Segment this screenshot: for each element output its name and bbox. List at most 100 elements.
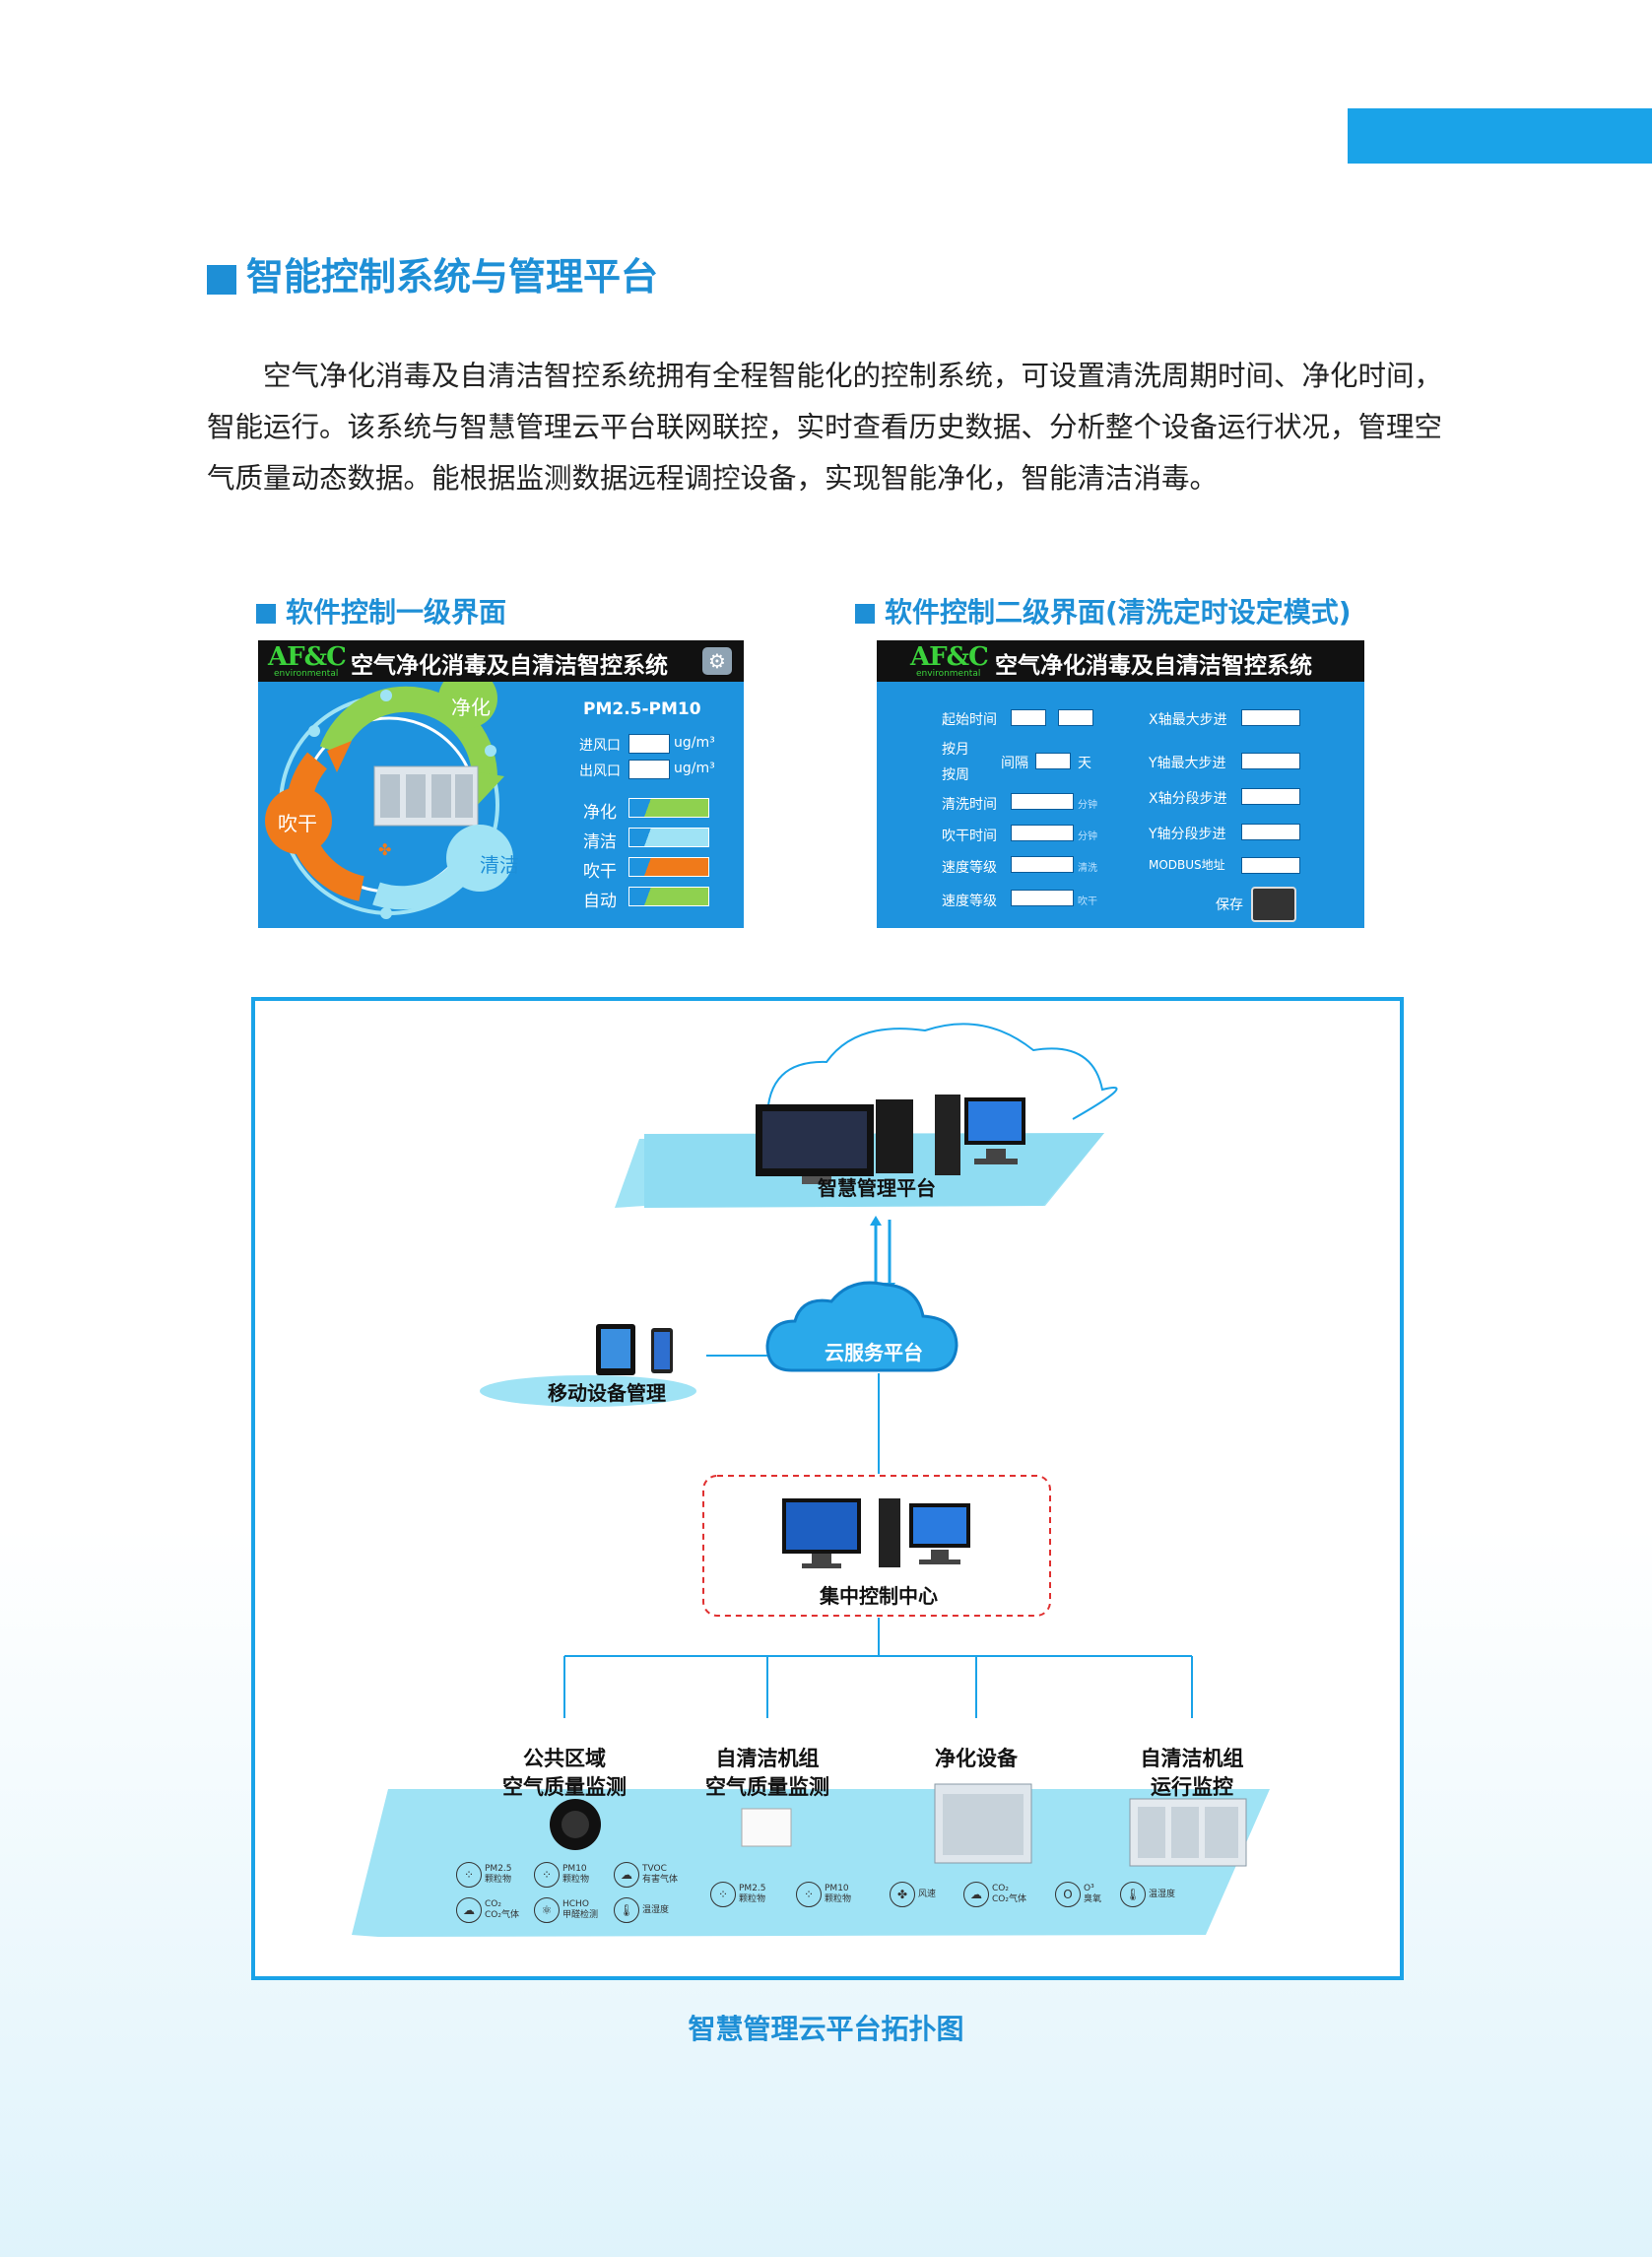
mode-bar-dry[interactable]: [628, 857, 709, 877]
by-month-label: 按月: [942, 742, 969, 758]
ozone-icon: O: [1055, 1882, 1081, 1907]
panel2-heading: 软件控制二级界面(清洗定时设定模式): [855, 591, 1352, 631]
outlet-field[interactable]: [628, 760, 670, 779]
dry-time-field[interactable]: [1011, 825, 1074, 841]
intro-paragraph: 空气净化消毒及自清洁智控系统拥有全程智能化的控制系统，可设置清洗周期时间、净化时…: [207, 360, 1443, 495]
start-time-field-2[interactable]: [1058, 709, 1093, 726]
clean-bubble-label: 清洁: [480, 853, 519, 877]
cloud-icon: ☁: [614, 1862, 639, 1888]
sensor-wind: ✤风速: [890, 1882, 936, 1907]
y-max-label: Y轴最大步进: [1149, 756, 1226, 771]
fan-icon: ✤: [890, 1882, 915, 1907]
mode-bar-purify[interactable]: [628, 798, 709, 818]
modbus-field[interactable]: [1241, 857, 1300, 874]
y-max-field[interactable]: [1241, 753, 1300, 769]
by-week-label: 按周: [942, 767, 969, 783]
dry-minute-unit: 分钟: [1078, 831, 1097, 842]
dry-bubble-label: 吹干: [278, 812, 317, 835]
day-label: 天: [1078, 756, 1091, 771]
clean-bubble: [446, 825, 513, 892]
device-label-purifier: 净化设备: [935, 1747, 1018, 1770]
control-center-label: 集中控制中心: [820, 1584, 938, 1608]
panel1-title: 空气净化消毒及自清洁智控系统: [351, 653, 668, 679]
particle-icon: ⁘: [710, 1882, 736, 1907]
mode-label-clean: 清洁: [583, 832, 617, 852]
panel2-title: 空气净化消毒及自清洁智控系统: [995, 653, 1312, 679]
inlet-field[interactable]: [628, 734, 670, 754]
speed-dry-unit: 吹干: [1078, 896, 1097, 907]
clean-time-label: 清洗时间: [942, 797, 997, 813]
inlet-label: 进风口: [579, 738, 621, 754]
dry-time-label: 吹干时间: [942, 829, 997, 844]
pm-label: PM2.5-PM10: [583, 699, 701, 719]
x-max-label: X轴最大步进: [1149, 712, 1227, 728]
outlet-unit: ug/m³: [674, 761, 715, 776]
fan-icon: ✤: [378, 840, 391, 859]
panel1-heading: 软件控制一级界面: [256, 591, 506, 631]
mode-label-auto: 自动: [583, 892, 617, 911]
pc-tower-2: [935, 1095, 960, 1175]
cloud-service-icon: [765, 1281, 958, 1372]
thermometer-icon: 🌡: [1120, 1882, 1146, 1907]
purify-cycle-graphic: ✤: [265, 682, 513, 919]
square-bullet-icon: [207, 264, 236, 295]
outlet-label: 出风口: [579, 763, 621, 779]
speed-clean-field[interactable]: [1011, 856, 1074, 873]
start-time-label: 起始时间: [942, 712, 997, 728]
mode-label-dry: 吹干: [583, 862, 617, 882]
gear-icon[interactable]: ⚙: [702, 647, 732, 675]
mode-label-purify: 净化: [583, 803, 617, 823]
corner-tab: [1348, 108, 1652, 164]
thermometer-icon: 🌡: [614, 1897, 639, 1923]
cloud-icon: ☁: [456, 1897, 482, 1923]
y-seg-label: Y轴分段步进: [1149, 827, 1226, 842]
save-button[interactable]: [1251, 887, 1296, 922]
cloud-service-label: 云服务平台: [825, 1341, 923, 1364]
interval-label: 间隔: [1001, 756, 1028, 771]
molecule-icon: ⚛: [534, 1897, 560, 1923]
square-bullet-icon: [256, 604, 276, 624]
particle-icon: ⁘: [796, 1882, 822, 1907]
sensor-temp: 🌡温湿度: [614, 1897, 669, 1923]
particle-icon: ⁘: [456, 1862, 482, 1888]
sensor-temp-b: 🌡温湿度: [1120, 1882, 1175, 1907]
cloud-outline: [766, 1023, 1118, 1120]
interval-field[interactable]: [1035, 753, 1071, 769]
platform-label: 智慧管理平台: [818, 1176, 936, 1200]
speed-dry-label: 速度等级: [942, 894, 997, 909]
start-time-field-1[interactable]: [1011, 709, 1046, 726]
clean-minute-unit: 分钟: [1078, 800, 1097, 811]
x-seg-field[interactable]: [1241, 788, 1300, 805]
device-label-unit-run: 自清洁机组运行监控: [1140, 1747, 1244, 1799]
sensor-box-device: [741, 1808, 792, 1847]
save-label: 保存: [1216, 897, 1243, 913]
inlet-unit: ug/m³: [674, 735, 715, 751]
mode-bar-clean[interactable]: [628, 828, 709, 847]
x-max-field[interactable]: [1241, 709, 1300, 726]
clean-time-field[interactable]: [1011, 793, 1074, 810]
device-label-public: 公共区域空气质量监测: [502, 1747, 627, 1799]
purify-bubble-label: 净化: [451, 696, 491, 719]
speed-clean-label: 速度等级: [942, 860, 997, 876]
speed-dry-field[interactable]: [1011, 890, 1074, 906]
y-seg-field[interactable]: [1241, 824, 1300, 840]
dry-arrowhead: [327, 741, 352, 772]
purify-bubble: [438, 682, 497, 728]
square-bullet-icon: [855, 604, 875, 624]
mobile-label: 移动设备管理: [548, 1381, 666, 1405]
section-title: 智能控制系统与管理平台: [207, 246, 658, 300]
mode-bar-auto[interactable]: [628, 887, 709, 906]
cloud-icon: ☁: [963, 1882, 989, 1907]
